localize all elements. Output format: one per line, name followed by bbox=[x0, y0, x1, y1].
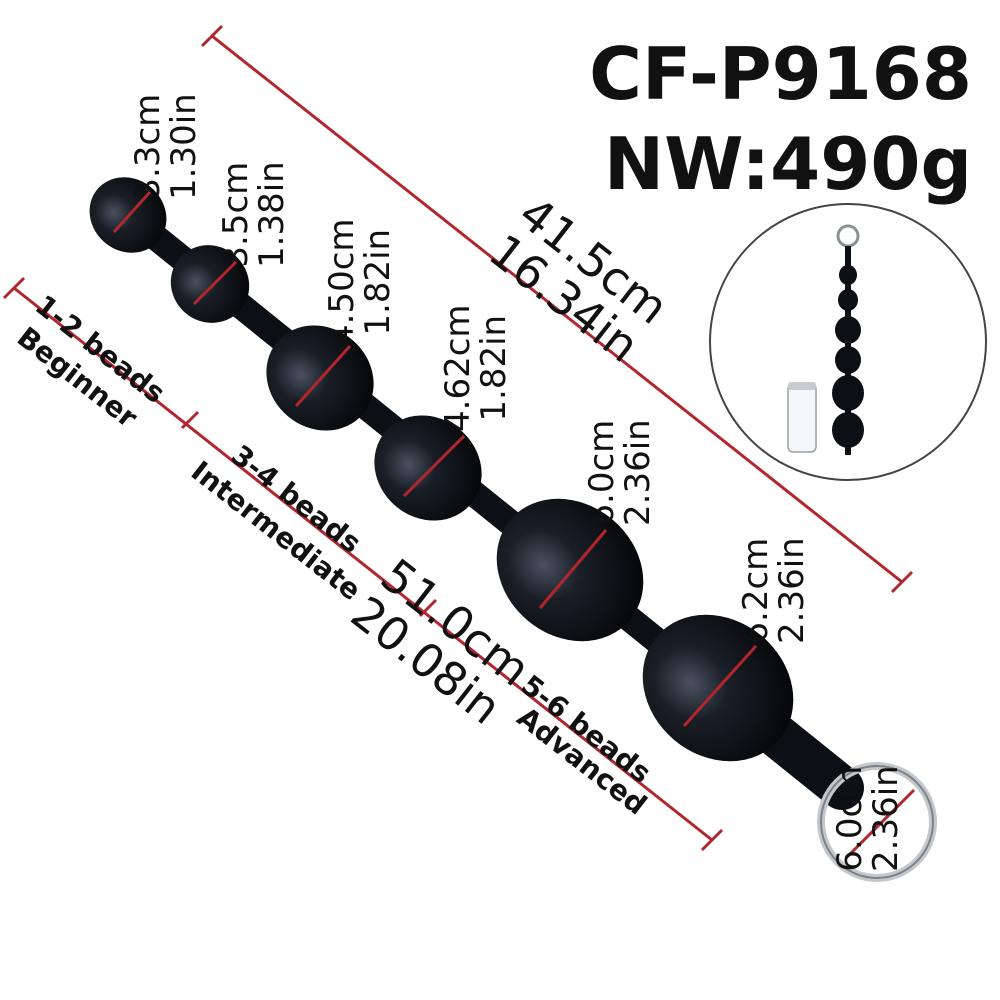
bead-1-cm: 3.3cm bbox=[128, 93, 168, 200]
bead-5 bbox=[496, 498, 644, 642]
ring-in: 2.36in bbox=[866, 765, 906, 872]
pull-ring bbox=[817, 762, 937, 882]
bead-3-in: 1.82in bbox=[358, 228, 398, 336]
bead-4-cm: 4.62cm bbox=[438, 304, 478, 432]
bead-2 bbox=[170, 245, 250, 323]
bead-4 bbox=[374, 415, 482, 521]
bead-diameter-markers bbox=[112, 190, 916, 860]
insertable-length-guide bbox=[200, 24, 914, 594]
bead-4-size: 4.62cm 1.82in bbox=[438, 304, 514, 432]
bead-6-in: 2.36in bbox=[772, 537, 812, 644]
ring-size: 6.0cm 2.36in bbox=[830, 765, 906, 872]
bead-5-size: 6.0cm 2.36in bbox=[582, 419, 658, 526]
preview-inset bbox=[709, 203, 987, 481]
bead-3-cm: 4.50cm bbox=[322, 218, 362, 346]
bead-2-cm: 3.5cm bbox=[216, 161, 256, 268]
bead-1-size: 3.3cm 1.30in bbox=[128, 93, 204, 200]
bead-2-in: 1.38in bbox=[252, 161, 292, 268]
bead-3-size: 4.50cm 1.82in bbox=[322, 218, 398, 346]
bead-4-in: 1.82in bbox=[474, 314, 514, 422]
bead-1-in: 1.30in bbox=[164, 93, 204, 200]
total-length-guide bbox=[2, 276, 724, 852]
bead-5-in: 2.36in bbox=[618, 419, 658, 526]
model-number: CF-P9168 bbox=[589, 32, 972, 116]
bead-5-cm: 6.0cm bbox=[582, 419, 622, 526]
bead-6-size: 6.2cm 2.36in bbox=[736, 537, 812, 644]
ring-cm: 6.0cm bbox=[830, 765, 870, 872]
net-weight: NW:490g bbox=[603, 122, 972, 206]
bead-2-size: 3.5cm 1.38in bbox=[216, 161, 292, 268]
size-reference-cup bbox=[787, 383, 817, 453]
bead-6-cm: 6.2cm bbox=[736, 537, 776, 644]
